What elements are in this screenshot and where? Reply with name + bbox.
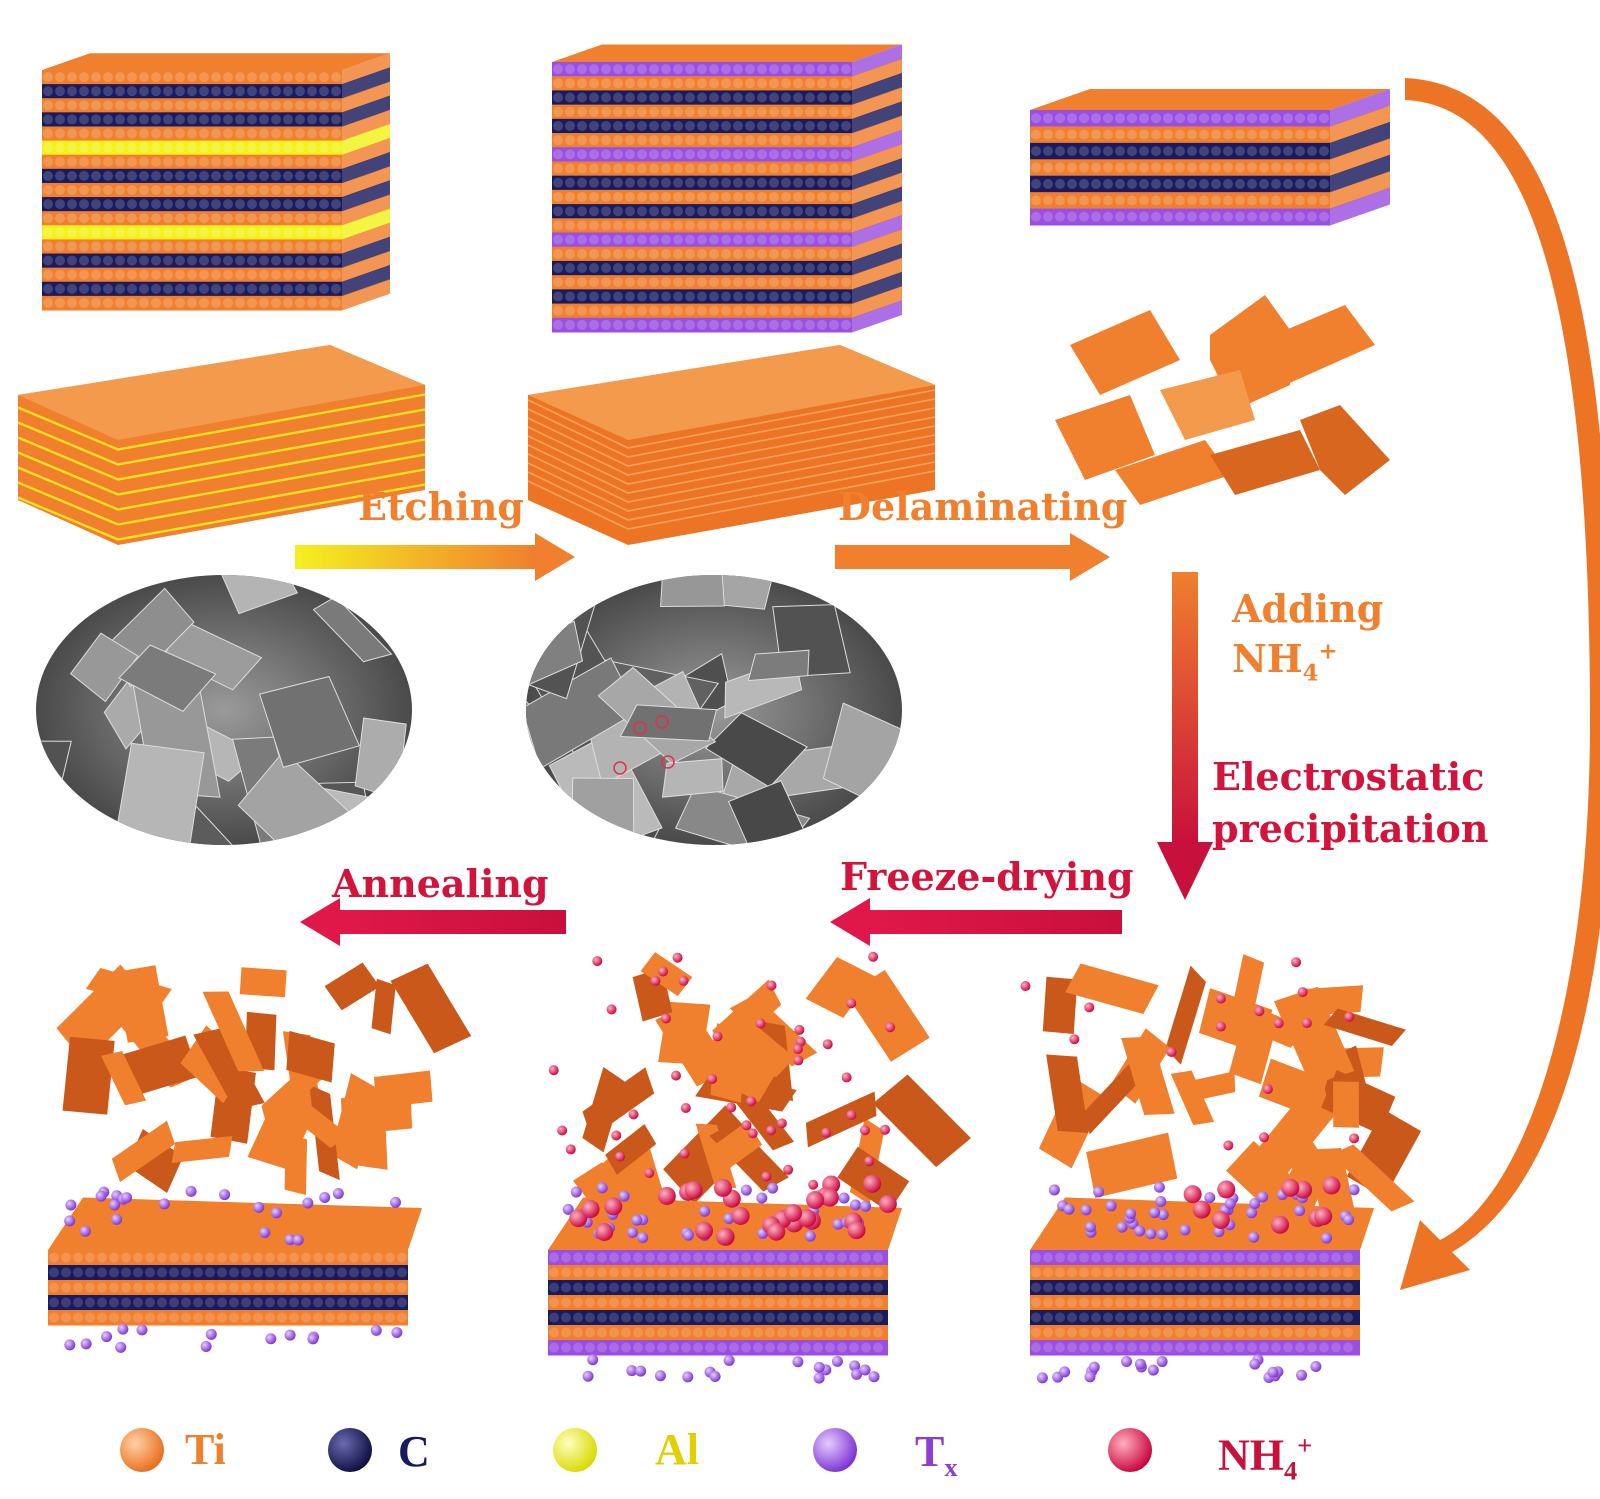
electrostatic-down-arrow [1157, 572, 1213, 900]
legend-c: C [398, 1427, 430, 1476]
c-legend-icon [328, 1428, 372, 1472]
etching-arrow [295, 533, 575, 581]
delaminated-flakes [1055, 295, 1390, 505]
multilayer-mxene-atomic-block [552, 44, 902, 333]
multilayer-mxene-slab [527, 345, 936, 545]
al-legend-icon [553, 1428, 597, 1472]
electrostatic-label: Electrostatic [1212, 754, 1485, 799]
curved-return-arrow [1400, 78, 1600, 1290]
legend-nh4: NH4+ [1218, 1430, 1313, 1486]
freeze-drying-arrow [830, 898, 1122, 946]
delaminating-label: Delaminating [838, 484, 1128, 529]
delaminated-mxene-atomic-sheet [1030, 89, 1390, 226]
legend-ti: Ti [185, 1425, 226, 1474]
nh4-intercalated-atomic-sheet [548, 1174, 902, 1384]
freeze-drying-label: Freeze-drying [840, 854, 1134, 899]
sem-image-mxene-porous [526, 575, 902, 845]
precipitated-flake-assembly [1020, 954, 1422, 1227]
ti-legend-icon [120, 1428, 164, 1472]
etching-label: Etching [358, 484, 524, 529]
annealed-flake-assembly [56, 962, 472, 1195]
legend-al: Al [655, 1425, 699, 1474]
max-phase-slab [17, 345, 426, 545]
precipitation-label: precipitation [1212, 806, 1489, 851]
tx-legend-icon [813, 1428, 857, 1472]
adding-label: Adding [1232, 586, 1384, 631]
annealed-atomic-sheet [48, 1185, 422, 1353]
nh4-legend-icon [1108, 1428, 1152, 1472]
annealing-label: Annealing [332, 861, 549, 906]
delaminating-arrow [835, 533, 1110, 581]
freeze-dried-flake-assembly [548, 951, 971, 1236]
legend-tx: Tx [915, 1427, 958, 1482]
max-phase-atomic-block [42, 53, 390, 311]
legend-markers [120, 1428, 1152, 1472]
annealing-arrow [300, 898, 566, 946]
adding-ion-label: NH4+ [1232, 636, 1338, 687]
nh4-adsorbed-atomic-sheet [1030, 1176, 1374, 1384]
